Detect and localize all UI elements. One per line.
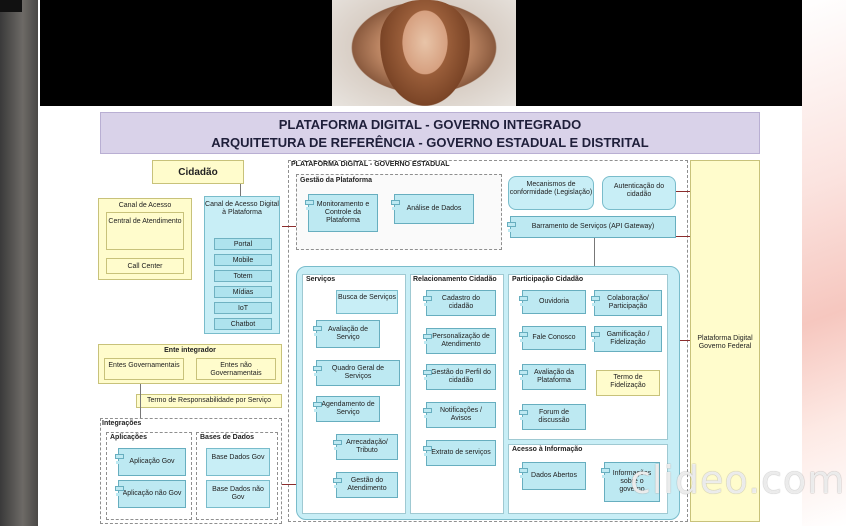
entes-nao-governamentais: Entes não Governamentais <box>196 358 276 380</box>
camera-badge <box>0 0 22 12</box>
base-dados-nao-gov: Base Dados não Gov <box>206 480 270 508</box>
connector-services-federal <box>680 340 690 341</box>
channel-chatbot: Chatbot <box>214 318 272 330</box>
quadro-geral-servicos: Quadro Geral de Serviços <box>313 360 400 386</box>
colaboracao-participacao: Colaboração/ Participação <box>591 290 662 316</box>
title-line-2: ARQUITETURA DE REFERÊNCIA - GOVERNO ESTA… <box>211 135 649 150</box>
monitoramento-component: Monitoramento e Controle da Plataforma <box>305 194 378 232</box>
agendamento-servico: Agendamento de Serviço <box>313 396 380 422</box>
gamificacao-fidelizacao: Gamificação / Fidelização <box>591 326 662 352</box>
canal-acesso-title: Canal de Acesso <box>118 202 172 209</box>
aplicacoes-frame <box>106 432 192 520</box>
channel-iot: IoT <box>214 302 272 314</box>
analise-dados-component: Análise de Dados <box>391 194 474 224</box>
extrato-servicos: Extrato de serviços <box>423 440 496 466</box>
acesso-informacao-title: Acesso à Informação <box>512 446 583 453</box>
entes-governamentais: Entes Governamentais <box>104 358 184 380</box>
ente-integrador-title: Ente integrador <box>164 347 216 354</box>
cadastro-cidadao: Cadastro do cidadão <box>423 290 496 316</box>
canal-digital-title: Canal de Acesso Digital à Plataforma <box>205 201 279 216</box>
autenticacao-label: Autenticação do cidadão <box>613 183 665 198</box>
personalizacao-atendimento: Personalização de Atendimento <box>423 328 496 354</box>
channel-midias: Mídias <box>214 286 272 298</box>
base-dados-gov: Base Dados Gov <box>206 448 270 476</box>
aplicacao-nao-gov: Aplicação não Gov <box>115 480 186 508</box>
estadual-header: PLATAFORMA DIGITAL - GOVERNO ESTADUAL <box>291 161 450 168</box>
estadual-frame <box>288 160 688 522</box>
cidadao-label: Cidadão <box>178 167 218 178</box>
gestao-atendimento: Gestão do Atendimento <box>333 472 398 498</box>
notificacoes-avisos: Notificações / Avisos <box>423 402 496 428</box>
presenter-video <box>332 0 516 106</box>
bases-frame <box>196 432 278 520</box>
presenter-figure <box>380 0 470 106</box>
bases-title: Bases de Dados <box>200 434 255 441</box>
federal-box: Plataforma Digital Governo Federal <box>690 160 760 522</box>
mecanismos-box: Mecanismos de conformidade (Legislação) <box>508 176 594 210</box>
channel-totem: Totem <box>214 270 272 282</box>
title-line-1: PLATAFORMA DIGITAL - GOVERNO INTEGRADO <box>278 117 582 132</box>
connector-auth-federal <box>676 191 690 192</box>
central-atendimento-box: Central de Atendimento <box>106 212 184 250</box>
connector-ente-integracoes <box>140 384 141 418</box>
relacionamento-title: Relacionamento Cidadão <box>413 276 497 283</box>
aplicacoes-title: Aplicações <box>110 434 147 441</box>
busca-servicos: Busca de Serviços <box>336 290 398 314</box>
call-center-box: Call Center <box>106 258 184 274</box>
dados-abertos: Dados Abertos <box>519 462 586 490</box>
side-camera-feed <box>0 0 38 526</box>
background-decoration <box>802 0 846 526</box>
channel-portal: Portal <box>214 238 272 250</box>
forum-discussao: Forum de discussão <box>519 404 586 430</box>
connector-integracoes <box>282 484 296 485</box>
mecanismos-label: Mecanismos de conformidade (Legislação) <box>509 181 593 196</box>
channel-mobile: Mobile <box>214 254 272 266</box>
connector-digital-gestao <box>282 226 296 227</box>
aplicacao-gov: Aplicação Gov <box>115 448 186 476</box>
termo-fidelizacao: Termo de Fidelização <box>596 370 660 396</box>
gestao-perfil: Gestão do Perfil do cidadão <box>423 364 496 390</box>
connector-barramento-federal <box>676 236 690 237</box>
avaliacao-plataforma: Avaliação da Plataforma <box>519 364 586 390</box>
barramento-component: Barramento de Serviços (API Gateway) <box>507 216 676 238</box>
arrecadacao-tributo: Arrecadação/ Tributo <box>333 434 398 460</box>
informacoes-governo: Informações sobre o governo <box>601 462 660 502</box>
federal-label: Plataforma Digital Governo Federal <box>697 335 753 350</box>
integracoes-frame <box>100 418 282 524</box>
integracoes-title: Integrações <box>102 420 142 427</box>
central-atendimento-label: Central de Atendimento <box>108 218 182 225</box>
connector-barramento-services <box>594 238 595 266</box>
termo-responsabilidade: Termo de Responsabilidade por Serviço <box>136 394 282 408</box>
call-center-label: Call Center <box>127 263 163 270</box>
fale-conosco: Fale Conosco <box>519 326 586 350</box>
connector-cidadao-digital <box>240 184 241 196</box>
ouvidoria: Ouvidoria <box>519 290 586 314</box>
cidadao-box: Cidadão <box>152 160 244 184</box>
slide-title: PLATAFORMA DIGITAL - GOVERNO INTEGRADO A… <box>100 112 760 154</box>
participacao-title: Participação Cidadão <box>512 276 584 283</box>
avaliacao-servico: Avaliação de Serviço <box>313 320 380 348</box>
gestao-title: Gestão da Plataforma <box>300 177 372 184</box>
servicos-title: Serviços <box>306 276 336 283</box>
autenticacao-box: Autenticação do cidadão <box>602 176 676 210</box>
clideo-watermark: clideo.com <box>630 458 846 502</box>
